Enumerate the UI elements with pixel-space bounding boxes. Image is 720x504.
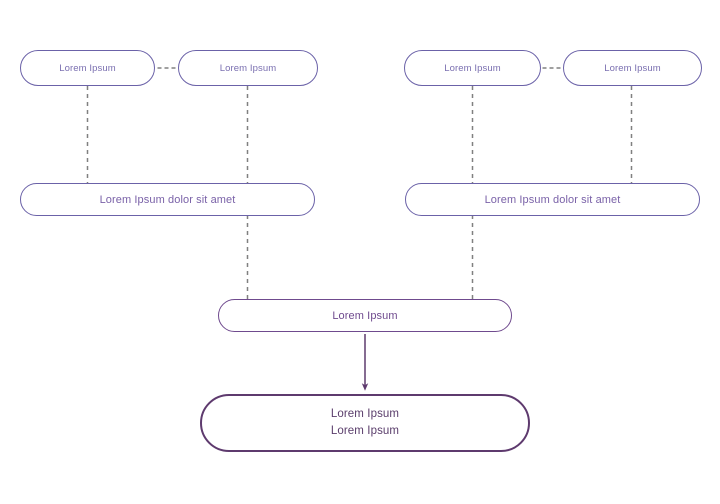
node-label: Lorem Ipsum	[332, 309, 398, 322]
node-label: Lorem Ipsum dolor sit amet	[484, 193, 621, 206]
node-label: Lorem Ipsum	[219, 62, 277, 74]
node-group-right[interactable]: Lorem Ipsum dolor sit amet	[405, 183, 700, 216]
node-label: Lorem Ipsum	[444, 62, 501, 74]
node-label-line-1: Lorem Ipsum	[330, 408, 400, 420]
node-label: Lorem Ipsum	[59, 62, 116, 74]
node-leaf-top-right-1[interactable]: Lorem Ipsum	[404, 50, 541, 86]
node-label: Lorem Ipsum dolor sit amet	[99, 193, 236, 206]
node-leaf-top-left-1[interactable]: Lorem Ipsum	[20, 50, 155, 86]
node-merge-center[interactable]: Lorem Ipsum	[218, 299, 512, 332]
node-result-bottom[interactable]: Lorem Ipsum Lorem Ipsum	[200, 394, 530, 452]
node-label-line-2: Lorem Ipsum	[330, 425, 400, 437]
node-label: Lorem Ipsum	[604, 62, 661, 74]
node-leaf-top-right-2[interactable]: Lorem Ipsum	[563, 50, 702, 86]
node-leaf-top-left-2[interactable]: Lorem Ipsum	[178, 50, 318, 86]
node-group-left[interactable]: Lorem Ipsum dolor sit amet	[20, 183, 315, 216]
